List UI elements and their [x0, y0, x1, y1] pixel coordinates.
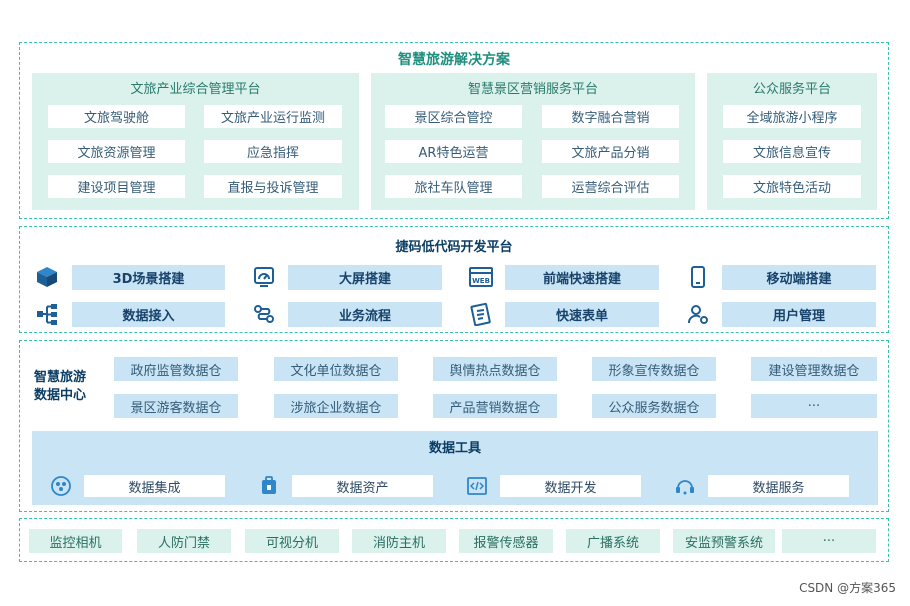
tool-frontend[interactable]: 前端快速搭建 — [505, 265, 659, 290]
warehouse-cell[interactable]: 公众服务数据仓 — [592, 394, 716, 418]
warehouse-cell[interactable]: 建设管理数据仓 — [751, 357, 877, 381]
module-cell[interactable]: 文旅信息宣传 — [723, 140, 861, 163]
group-scenic-marketing: 智慧景区营销服务平台 景区综合管控 数字融合营销 AR特色运营 文旅产品分销 旅… — [371, 73, 695, 210]
tool-data-development[interactable]: 数据开发 — [500, 475, 641, 497]
asset-icon — [258, 475, 280, 497]
device-cell[interactable]: 人防门禁 — [137, 529, 231, 553]
group-public-service: 公众服务平台 全域旅游小程序 文旅信息宣传 文旅特色活动 — [707, 73, 877, 210]
tool-data-access[interactable]: 数据接入 — [72, 302, 225, 327]
warehouse-cell[interactable]: 景区游客数据仓 — [114, 394, 238, 418]
device-cell[interactable]: 可视分机 — [245, 529, 339, 553]
cube-icon — [34, 264, 60, 290]
dashboard-icon — [251, 264, 277, 290]
module-cell[interactable]: 旅社车队管理 — [385, 175, 522, 198]
web-icon: WEB — [468, 264, 494, 290]
lowcode-title: 捷码低代码开发平台 — [395, 240, 513, 255]
workflow-icon — [251, 301, 277, 327]
group-industry-management: 文旅产业综合管理平台 文旅驾驶舱 文旅产业运行监测 文旅资源管理 应急指挥 建设… — [32, 73, 359, 210]
user-settings-icon — [685, 301, 711, 327]
lowcode-layer: 捷码低代码开发平台 3D场景搭建 大屏搭建 WEB 前端快速搭建 移动端搭建 数… — [19, 226, 889, 333]
module-cell[interactable]: AR特色运营 — [385, 140, 522, 163]
device-cell[interactable]: 报警传感器 — [459, 529, 553, 553]
warehouse-cell[interactable]: 形象宣传数据仓 — [592, 357, 716, 381]
device-more[interactable]: ··· — [782, 529, 876, 553]
data-tree-icon — [34, 301, 60, 327]
group-title: 公众服务平台 — [752, 82, 831, 97]
watermark: CSDN @方案365 — [799, 581, 896, 595]
tool-user-management[interactable]: 用户管理 — [722, 302, 876, 327]
module-cell[interactable]: 文旅产品分销 — [542, 140, 679, 163]
form-icon — [468, 301, 494, 327]
tool-quick-form[interactable]: 快速表单 — [505, 302, 659, 327]
module-cell[interactable]: 文旅驾驶舱 — [48, 105, 185, 128]
warehouse-cell[interactable]: 舆情热点数据仓 — [433, 357, 557, 381]
datacenter-label-line1: 智慧旅游 — [34, 370, 87, 385]
tool-3d-scene[interactable]: 3D场景搭建 — [72, 265, 225, 290]
tool-mobile[interactable]: 移动端搭建 — [722, 265, 876, 290]
warehouse-cell[interactable]: 涉旅企业数据仓 — [274, 394, 398, 418]
code-icon — [466, 475, 488, 497]
mobile-icon — [685, 264, 711, 290]
module-cell[interactable]: 运营综合评估 — [542, 175, 679, 198]
tool-data-service[interactable]: 数据服务 — [708, 475, 849, 497]
group-title: 文旅产业综合管理平台 — [130, 82, 261, 97]
module-cell[interactable]: 建设项目管理 — [48, 175, 185, 198]
warehouse-cell[interactable]: 文化单位数据仓 — [274, 357, 398, 381]
module-cell[interactable]: 应急指挥 — [204, 140, 342, 163]
service-icon — [674, 475, 696, 497]
module-cell[interactable]: 数字融合营销 — [542, 105, 679, 128]
device-cell[interactable]: 消防主机 — [352, 529, 446, 553]
module-cell[interactable]: 文旅资源管理 — [48, 140, 185, 163]
datacenter-label-line2: 数据中心 — [34, 388, 87, 403]
integration-icon — [50, 475, 72, 497]
datacenter-label: 智慧旅游 数据中心 — [34, 369, 96, 405]
module-cell[interactable]: 文旅产业运行监测 — [204, 105, 342, 128]
device-cell[interactable]: 安监预警系统 — [673, 529, 775, 553]
group-title: 智慧景区营销服务平台 — [467, 82, 598, 97]
solution-layer: 智慧旅游解决方案 文旅产业综合管理平台 文旅驾驶舱 文旅产业运行监测 文旅资源管… — [19, 42, 889, 219]
module-cell[interactable]: 景区综合管控 — [385, 105, 522, 128]
device-cell[interactable]: 监控相机 — [29, 529, 122, 553]
svg-text:WEB: WEB — [472, 277, 490, 285]
module-cell[interactable]: 直报与投诉管理 — [204, 175, 342, 198]
data-tools-title: 数据工具 — [428, 441, 481, 456]
tool-data-integration[interactable]: 数据集成 — [84, 475, 225, 497]
data-tools-panel: 数据工具 数据集成 数据资产 数据开发 数据服务 — [32, 431, 878, 505]
tool-big-screen[interactable]: 大屏搭建 — [288, 265, 442, 290]
warehouse-cell[interactable]: 产品营销数据仓 — [433, 394, 557, 418]
tool-data-asset[interactable]: 数据资产 — [292, 475, 433, 497]
device-layer: 监控相机 人防门禁 可视分机 消防主机 报警传感器 广播系统 安监预警系统 ··… — [19, 518, 889, 562]
tool-business-flow[interactable]: 业务流程 — [288, 302, 442, 327]
device-cell[interactable]: 广播系统 — [566, 529, 660, 553]
datacenter-layer: 智慧旅游 数据中心 政府监管数据仓 文化单位数据仓 舆情热点数据仓 形象宣传数据… — [19, 340, 889, 512]
module-cell[interactable]: 文旅特色活动 — [723, 175, 861, 198]
warehouse-cell[interactable]: 政府监管数据仓 — [114, 357, 238, 381]
solution-title: 智慧旅游解决方案 — [398, 52, 510, 68]
warehouse-more[interactable]: ··· — [751, 394, 877, 418]
module-cell[interactable]: 全域旅游小程序 — [723, 105, 861, 128]
